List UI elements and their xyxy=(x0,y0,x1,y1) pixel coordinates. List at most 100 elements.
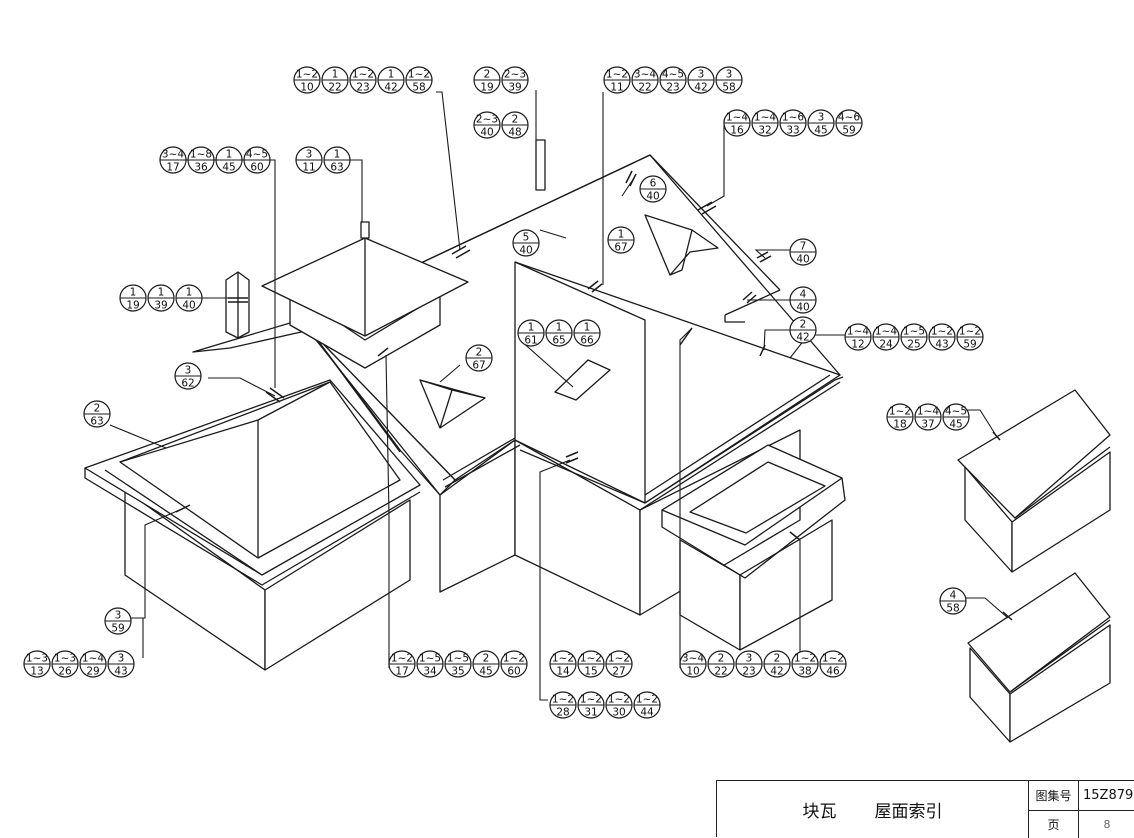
index-circle: 161 xyxy=(517,319,545,347)
callout-540: 540 xyxy=(512,229,540,257)
page-reference: 22 xyxy=(328,82,341,94)
index-circle: 248 xyxy=(501,111,529,139)
index-circle: 1~243 xyxy=(928,323,956,351)
index-circle: 440 xyxy=(789,286,817,314)
page-reference: 18 xyxy=(893,419,906,431)
callout-458: 458 xyxy=(939,587,967,615)
detail-number: 1~2 xyxy=(959,326,981,338)
index-circle: 1~326 xyxy=(51,650,79,678)
detail-number: 4 xyxy=(950,590,957,602)
detail-number: 1~2 xyxy=(552,653,574,665)
detail-number: 4~5 xyxy=(246,149,268,161)
page-reference: 58 xyxy=(722,82,735,94)
pyramid-tower-wall xyxy=(289,289,441,369)
detail-number: 1~5 xyxy=(903,326,925,338)
index-circle: 163 xyxy=(323,146,351,174)
page-reference: 48 xyxy=(508,127,521,139)
index-circle: 640 xyxy=(639,175,667,203)
index-circle: 1~230 xyxy=(605,691,633,719)
detail-number: 1 xyxy=(334,149,341,161)
index-circle: 740 xyxy=(789,238,817,266)
detail-number: 1~2 xyxy=(580,694,602,706)
page-reference: 13 xyxy=(30,666,43,678)
index-circle: 219 xyxy=(473,66,501,94)
page-reference: 40 xyxy=(519,245,532,257)
index-circle: 140 xyxy=(175,284,203,312)
page-reference: 40 xyxy=(480,127,493,139)
index-circle: 4~545 xyxy=(942,403,970,431)
detail-number: 1 xyxy=(332,69,339,81)
page-reference: 59 xyxy=(842,125,855,137)
index-circle: 362 xyxy=(174,362,202,390)
page-reference: 23 xyxy=(742,666,755,678)
detail-number: 1~2 xyxy=(608,694,630,706)
page-reference: 12 xyxy=(851,339,864,351)
detail-number: 3 xyxy=(726,69,733,81)
page-reference: 46 xyxy=(826,666,840,678)
index-circle: 4~659 xyxy=(835,109,863,137)
index-circle: 142 xyxy=(377,66,405,94)
detail-number: 1 xyxy=(556,322,563,334)
index-circle: 342 xyxy=(687,66,715,94)
page-reference: 36 xyxy=(194,162,208,174)
index-circle: 245 xyxy=(472,650,500,678)
index-circle: 358 xyxy=(715,66,743,94)
left-block-roof-inner xyxy=(119,381,401,559)
index-circle: 1~231 xyxy=(577,691,605,719)
index-circle: 1~246 xyxy=(819,650,847,678)
dormer-1-67 xyxy=(644,214,693,276)
detail-number: 1 xyxy=(618,229,625,241)
chimney-top xyxy=(535,139,546,191)
callout-640: 640 xyxy=(639,175,667,203)
index-circle: 323 xyxy=(735,650,763,678)
index-circle: 540 xyxy=(512,229,540,257)
index-circle: 1~633 xyxy=(779,109,807,137)
detail-number: 3 xyxy=(698,69,705,81)
detail-number: 3~4 xyxy=(634,69,656,81)
callout-740: 740 xyxy=(789,238,817,266)
detail-number: 1~2 xyxy=(352,69,374,81)
page-reference: 62 xyxy=(181,378,194,390)
detail-number: 1 xyxy=(186,287,193,299)
page-reference: 26 xyxy=(58,666,72,678)
page-reference: 22 xyxy=(714,666,727,678)
page-reference: 38 xyxy=(798,666,811,678)
index-circle: 1~217 xyxy=(388,650,416,678)
callout-362: 362 xyxy=(174,362,202,390)
page-reference: 45 xyxy=(222,162,235,174)
index-circle: 1~416 xyxy=(723,109,751,137)
detail-number: 1~2 xyxy=(580,653,602,665)
page-reference: 44 xyxy=(640,707,654,719)
detail-number: 1 xyxy=(528,322,535,334)
detail-number: 1~4 xyxy=(875,326,897,338)
page-number: 8 xyxy=(1103,818,1111,831)
page-reference: 17 xyxy=(166,162,179,174)
callout-267: 267 xyxy=(465,344,493,372)
detail-number: 2 xyxy=(800,319,807,331)
page-reference: 25 xyxy=(907,339,920,351)
index-circle: 1~412 xyxy=(844,323,872,351)
detail-number: 2 xyxy=(718,653,725,665)
page-reference: 67 xyxy=(472,360,485,372)
front-gable-hip xyxy=(514,261,646,503)
detail-number: 2~3 xyxy=(504,69,526,81)
index-circle: 1~258 xyxy=(405,66,433,94)
title-block: 块瓦 屋面索引 图集号 15Z879 页 8 xyxy=(716,780,1134,838)
detail-number: 1~8 xyxy=(190,149,212,161)
page-reference: 63 xyxy=(330,162,343,174)
page-reference: 67 xyxy=(614,242,627,254)
detail-number: 4~5 xyxy=(662,69,684,81)
page-reference: 33 xyxy=(786,125,799,137)
detail-number: 3~4 xyxy=(162,149,184,161)
page-reference: 60 xyxy=(507,666,520,678)
page-reference: 61 xyxy=(524,335,537,347)
index-circle: 267 xyxy=(465,344,493,372)
detail-number: 1~2 xyxy=(822,653,844,665)
